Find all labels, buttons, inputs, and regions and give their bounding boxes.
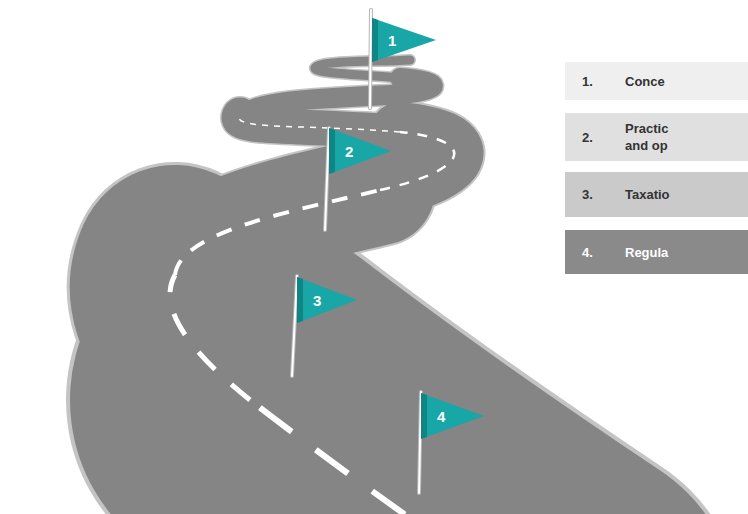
- flag-shape: [421, 393, 484, 439]
- item-number: 2.: [582, 129, 593, 146]
- item-title: Conce: [625, 73, 665, 90]
- flag-shape: [297, 277, 357, 323]
- road-edge: [170, 60, 560, 514]
- flag-cloth: [329, 128, 391, 174]
- item-title: Practic and op: [625, 120, 687, 154]
- callout-number: 4: [437, 408, 445, 425]
- item-title: Regula: [625, 244, 668, 261]
- item-number: 4.: [582, 244, 593, 261]
- flag-shape: [329, 128, 391, 174]
- flag-cloth: [297, 277, 357, 323]
- agenda-band: 3. Taxatio: [565, 172, 748, 217]
- callout-number: 2: [345, 143, 353, 160]
- road-centerline: [170, 115, 520, 514]
- item-number: 1.: [582, 73, 593, 90]
- flag-marker: 1: [372, 18, 436, 62]
- callout-number: 3: [313, 292, 321, 309]
- flag-cloth: [372, 18, 436, 62]
- agenda-band: 4. Regula: [565, 230, 748, 274]
- flag-marker: 4: [421, 393, 484, 439]
- agenda-band: 2. Practic and op: [565, 113, 748, 161]
- flag-marker: 2: [329, 128, 391, 174]
- flag-cloth: [421, 393, 484, 439]
- flag-fold: [297, 277, 303, 323]
- flag-poles: [292, 10, 421, 493]
- flag-shape: [372, 18, 436, 62]
- callout-number: 1: [388, 32, 396, 49]
- road-surface: [170, 60, 560, 514]
- flag-fold: [421, 393, 427, 439]
- agenda-band: 1. Conce: [565, 62, 748, 100]
- flag-marker: 3: [297, 277, 357, 323]
- flag-fold: [329, 128, 335, 174]
- flag-fold: [372, 18, 378, 62]
- item-number: 3.: [582, 186, 593, 203]
- item-title: Taxatio: [625, 186, 670, 203]
